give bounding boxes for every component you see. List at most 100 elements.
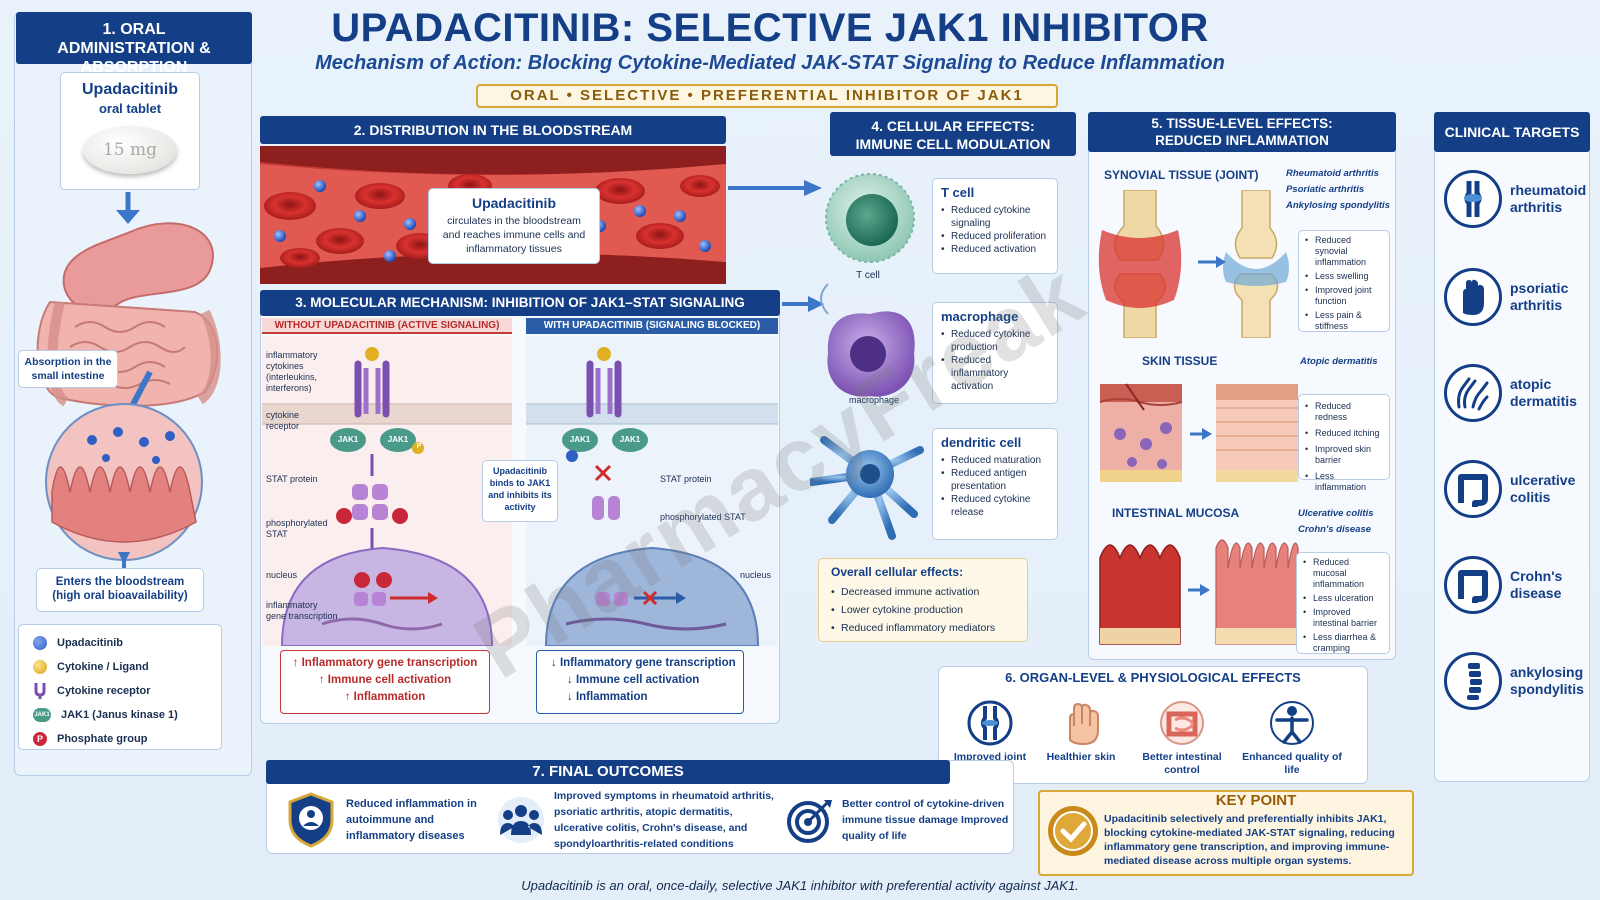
organ-effect-intestine: Better intestinal control xyxy=(1132,700,1232,777)
label-pstat-right: phosphorylated STAT xyxy=(660,512,746,522)
person-icon xyxy=(1270,701,1314,745)
arrow-right-icon xyxy=(782,296,824,312)
left-panel-title: WITHOUT UPADACITINIB (ACTIVE SIGNALING) xyxy=(262,318,512,334)
outcome-item-2: Improved symptoms in rheumatoid arthriti… xyxy=(496,790,774,850)
overall-title: Overall cellular effects: xyxy=(831,565,964,579)
shield-icon xyxy=(288,792,334,848)
checkmark-badge-icon xyxy=(1048,806,1098,856)
dendritic-effect: Reduced maturation xyxy=(941,454,1049,467)
macrophage-effect: Reduced cytokine production xyxy=(941,328,1049,354)
label-stat-left: STAT protein xyxy=(266,474,318,484)
bloodstream-entry-label: Enters the bloodstream (high oral bioava… xyxy=(36,568,204,612)
tissue-name-intestinal: INTESTINAL MUCOSA xyxy=(1112,506,1240,520)
tissue-name-skin: SKIN TISSUE xyxy=(1142,354,1218,368)
page-subtitle: Mechanism of Action: Blocking Cytokine-M… xyxy=(315,52,1225,74)
tagline-banner: ORAL • SELECTIVE • PREFERENTIAL INHIBITO… xyxy=(476,84,1058,108)
section-1-heading: 1. ORAL ADMINISTRATION & ABSORPTION xyxy=(16,12,252,76)
right-outcome-2: ↓ Immune cell activation xyxy=(567,674,700,686)
right-outcome-1: ↓ Inflammatory gene transcription xyxy=(551,657,736,669)
joint-illustration xyxy=(1098,190,1289,338)
outcome-text: Better control of cytokine-driven immune… xyxy=(842,798,1009,842)
binds-jak1-box: Upadacitinib binds to JAK1 and inhibits … xyxy=(482,460,558,522)
immune-cells-illustration xyxy=(810,173,924,540)
intestinal-effect: Less ulceration xyxy=(1303,593,1385,604)
intestinal-effect: Less diarrhea & cramping xyxy=(1303,632,1385,654)
macrophage-effect: Reduced inflammatory activation xyxy=(941,354,1049,393)
organ-effect-label: Enhanced quality of life xyxy=(1242,751,1342,776)
receptor-icon xyxy=(34,683,46,699)
label-nucleus-left: nucleus xyxy=(266,570,298,580)
label-stat-right: STAT protein xyxy=(660,474,712,484)
section-6-heading: 6. ORGAN-LEVEL & PHYSIOLOGICAL EFFECTS xyxy=(1005,670,1301,685)
jak-stat-blocked-illustration xyxy=(526,336,778,646)
dendritic-cell-title: dendritic cell xyxy=(941,435,1022,450)
phosphate-icon: P xyxy=(33,732,47,746)
legend-item-receptor: Cytokine receptor xyxy=(33,679,207,703)
overall-effect: Reduced inflammatory mediators xyxy=(831,619,1015,637)
hand-icon xyxy=(1463,279,1484,315)
colon-icon xyxy=(1458,570,1488,603)
drug-form: oral tablet xyxy=(98,101,162,116)
section-2-heading: 2. DISTRIBUTION IN THE BLOODSTREAM xyxy=(260,116,726,144)
t-cell-effect: Reduced activation xyxy=(941,243,1049,256)
synovial-effect: Less swelling xyxy=(1305,271,1385,282)
tablet-imprint: 15 mg xyxy=(102,140,158,160)
dendritic-effect: Reduced antigen presentation xyxy=(941,467,1049,493)
colon-icon xyxy=(1458,474,1488,507)
legend: Upadacitinib Cytokine / Ligand Cytokine … xyxy=(18,624,222,750)
clinical-targets-list: rheumatoid arthritis psoriatic arthritis… xyxy=(1434,152,1590,772)
label-pstat-left: phosphorylated STAT xyxy=(266,518,328,539)
people-icon xyxy=(498,797,544,843)
caption-macrophage: macrophage xyxy=(848,395,900,405)
target-icon xyxy=(787,800,832,843)
left-outcome-3: ↑ Inflammation xyxy=(344,691,426,703)
outcome-item-1: Reduced inflammation in autoimmune and i… xyxy=(286,790,486,850)
synovial-effect: Less pain & stiffness xyxy=(1305,310,1385,332)
caption-t-cell: T cell xyxy=(856,270,880,281)
outcome-text: Improved symptoms in rheumatoid arthriti… xyxy=(554,790,774,850)
synovial-effect: Reduced synovial inflammation xyxy=(1305,235,1385,268)
target-psoriatic-arthritis: psoriatic arthritis xyxy=(1444,268,1594,326)
skin-illustration xyxy=(1099,383,1298,482)
synovial-effect: Improved joint function xyxy=(1305,285,1385,307)
left-outcome-1: ↑ Inflammatory gene transcription xyxy=(292,657,478,669)
label-transcription-left: inflammatory gene transcription xyxy=(266,600,338,621)
left-outcome-2: ↑ Immune cell activation xyxy=(318,674,452,686)
page-title: UPADACITINIB: SELECTIVE JAK1 INHIBITOR xyxy=(331,6,1209,50)
t-cell-title: T cell xyxy=(941,185,975,200)
tablet-card: Upadacitinib oral tablet 15 mg xyxy=(60,72,200,190)
arrow-down-icon xyxy=(118,552,130,564)
legend-item-upadacitinib: Upadacitinib xyxy=(33,631,207,655)
label-p-left: P xyxy=(416,443,422,450)
target-ankylosing-spondylitis: ankylosing spondylitis xyxy=(1444,652,1594,710)
intestinal-effects: Reduced mucosal inflammation Less ulcera… xyxy=(1296,552,1390,654)
legend-item-cytokine: Cytokine / Ligand xyxy=(33,655,207,679)
right-outcome-box: ↓ Inflammatory gene transcription ↓ Immu… xyxy=(536,650,744,714)
arrow-right-icon xyxy=(728,180,822,196)
label-jak1-right-a: JAK1 xyxy=(569,435,591,444)
target-crohns-disease: Crohn's disease xyxy=(1444,556,1594,614)
section-4-heading: 4. CELLULAR EFFECTS: IMMUNE CELL MODULAT… xyxy=(830,112,1076,156)
intestinal-mucosa-illustration xyxy=(1099,539,1299,645)
key-point-text: Upadacitinib selectively and preferentia… xyxy=(1104,813,1395,867)
upadacitinib-dot-icon xyxy=(33,636,47,650)
distribution-box-text: circulates in the bloodstream and reache… xyxy=(442,215,586,255)
cytokine-dot-icon xyxy=(33,660,47,674)
intestinal-effect: Improved intestinal barrier xyxy=(1303,607,1385,629)
skin-effect: Reduced itching xyxy=(1305,428,1385,439)
label-jak1-right-b: JAK1 xyxy=(619,435,641,444)
intestine-icon xyxy=(1160,701,1204,745)
overall-effect: Decreased immune activation xyxy=(831,583,1015,601)
target-ulcerative-colitis: ulcerative colitis xyxy=(1444,460,1594,518)
key-point-title: KEY POINT xyxy=(1215,792,1297,809)
macrophage-card: macrophage Reduced cytokine production R… xyxy=(932,302,1058,404)
section-7-heading: 7. FINAL OUTCOMES xyxy=(266,760,950,784)
label-nucleus-right: nucleus xyxy=(740,570,772,580)
right-outcome-3: ↓ Inflammation xyxy=(567,691,648,703)
absorption-label: Absorption in the small intestine xyxy=(18,350,118,388)
label-jak1-left-a: JAK1 xyxy=(337,435,359,444)
